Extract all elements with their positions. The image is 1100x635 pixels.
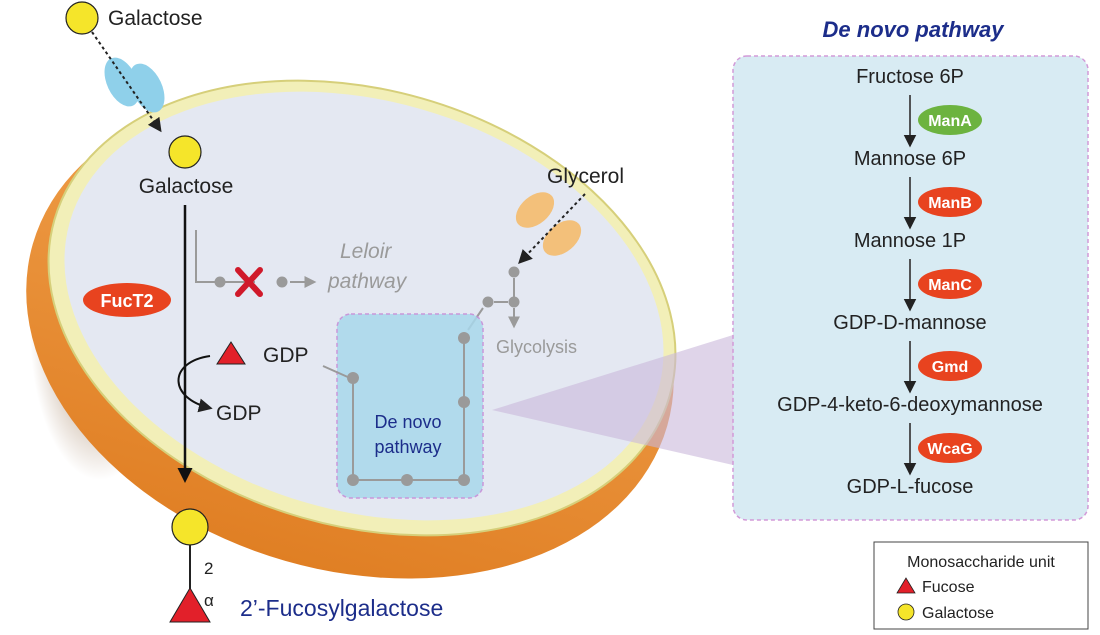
metabolite-6: GDP-L-fucose: [847, 476, 974, 498]
fuct2-badge: [83, 283, 171, 317]
product-label: 2’-Fucosylgalactose: [240, 595, 443, 621]
denovo-metabolites: Fructose 6P Mannose 6P Mannose 1P GDP-D-man…: [777, 66, 1043, 498]
enzyme-badge-wcag: [918, 433, 982, 463]
enzyme-label-manc: ManC: [928, 277, 972, 294]
metabolite-5: GDP-4-keto-6-deoxymannose: [777, 394, 1043, 416]
galactose-uptake-arrow: [91, 31, 162, 133]
product-fucose-symbol: [169, 587, 211, 623]
legend-galactose-symbol: [897, 603, 915, 621]
metabolite-4: GDP-D-mannose: [833, 312, 986, 334]
gdp-consumption-arrow: [177, 355, 213, 413]
legend-label-galactose: Galactose: [922, 605, 994, 622]
metabolite-3: Mannose 1P: [854, 230, 966, 252]
linkage-position-label: 2: [204, 559, 213, 578]
glycerol-uptake-arrow: [518, 193, 586, 265]
fuct2-label: FucT2: [100, 291, 153, 311]
glycerol-transporter: [515, 192, 582, 256]
enzyme-badge-mana: [918, 105, 982, 135]
gdp-in-label: GDP: [263, 344, 309, 367]
product-galactose-symbol: [171, 508, 209, 546]
enzyme-badge-manb: [918, 187, 982, 217]
legend-fucose-symbol: [896, 577, 916, 594]
galactose-transporter: [104, 57, 165, 113]
galactose-outside-label: Galactose: [108, 7, 203, 30]
linkage-alpha-label: α: [204, 591, 214, 610]
product-structure: [169, 508, 211, 623]
inner-denovo-path: [322, 332, 470, 486]
legend-title: Monosaccharide unit: [907, 554, 1055, 571]
glycerol-label: Glycerol: [547, 165, 624, 188]
leloir-branch: [195, 230, 317, 297]
galactose-inside-label: Galactose: [139, 175, 234, 198]
enzyme-badge-gmd: [918, 351, 982, 381]
metabolite-2: Mannose 6P: [854, 148, 966, 170]
gdp-out-label: GDP: [216, 402, 262, 425]
enzyme-label-wcag: WcaG: [927, 441, 972, 458]
leloir-label-line2: pathway: [327, 270, 408, 293]
leloir-label-line1: Leloir: [340, 240, 392, 263]
galactose-inside-symbol: [168, 135, 202, 169]
legend-label-fucose: Fucose: [922, 579, 975, 596]
zoom-projection: [492, 335, 733, 465]
inner-denovo-label-line1: De novo: [374, 412, 441, 432]
enzyme-label-gmd: Gmd: [932, 359, 968, 376]
galactose-outside-symbol: [65, 1, 99, 35]
denovo-panel-title: De novo pathway: [823, 17, 1006, 42]
enzyme-label-manb: ManB: [928, 195, 972, 212]
glycolysis-label: Glycolysis: [496, 337, 577, 357]
inner-denovo-box: [336, 313, 484, 499]
metabolite-1: Fructose 6P: [856, 66, 964, 88]
enzyme-label-mana: ManA: [928, 113, 972, 130]
enzyme-badge-manc: [918, 269, 982, 299]
fucose-symbol-gdp: [216, 341, 246, 365]
inner-denovo-label-line2: pathway: [374, 437, 441, 457]
block-x-icon: [235, 267, 263, 297]
